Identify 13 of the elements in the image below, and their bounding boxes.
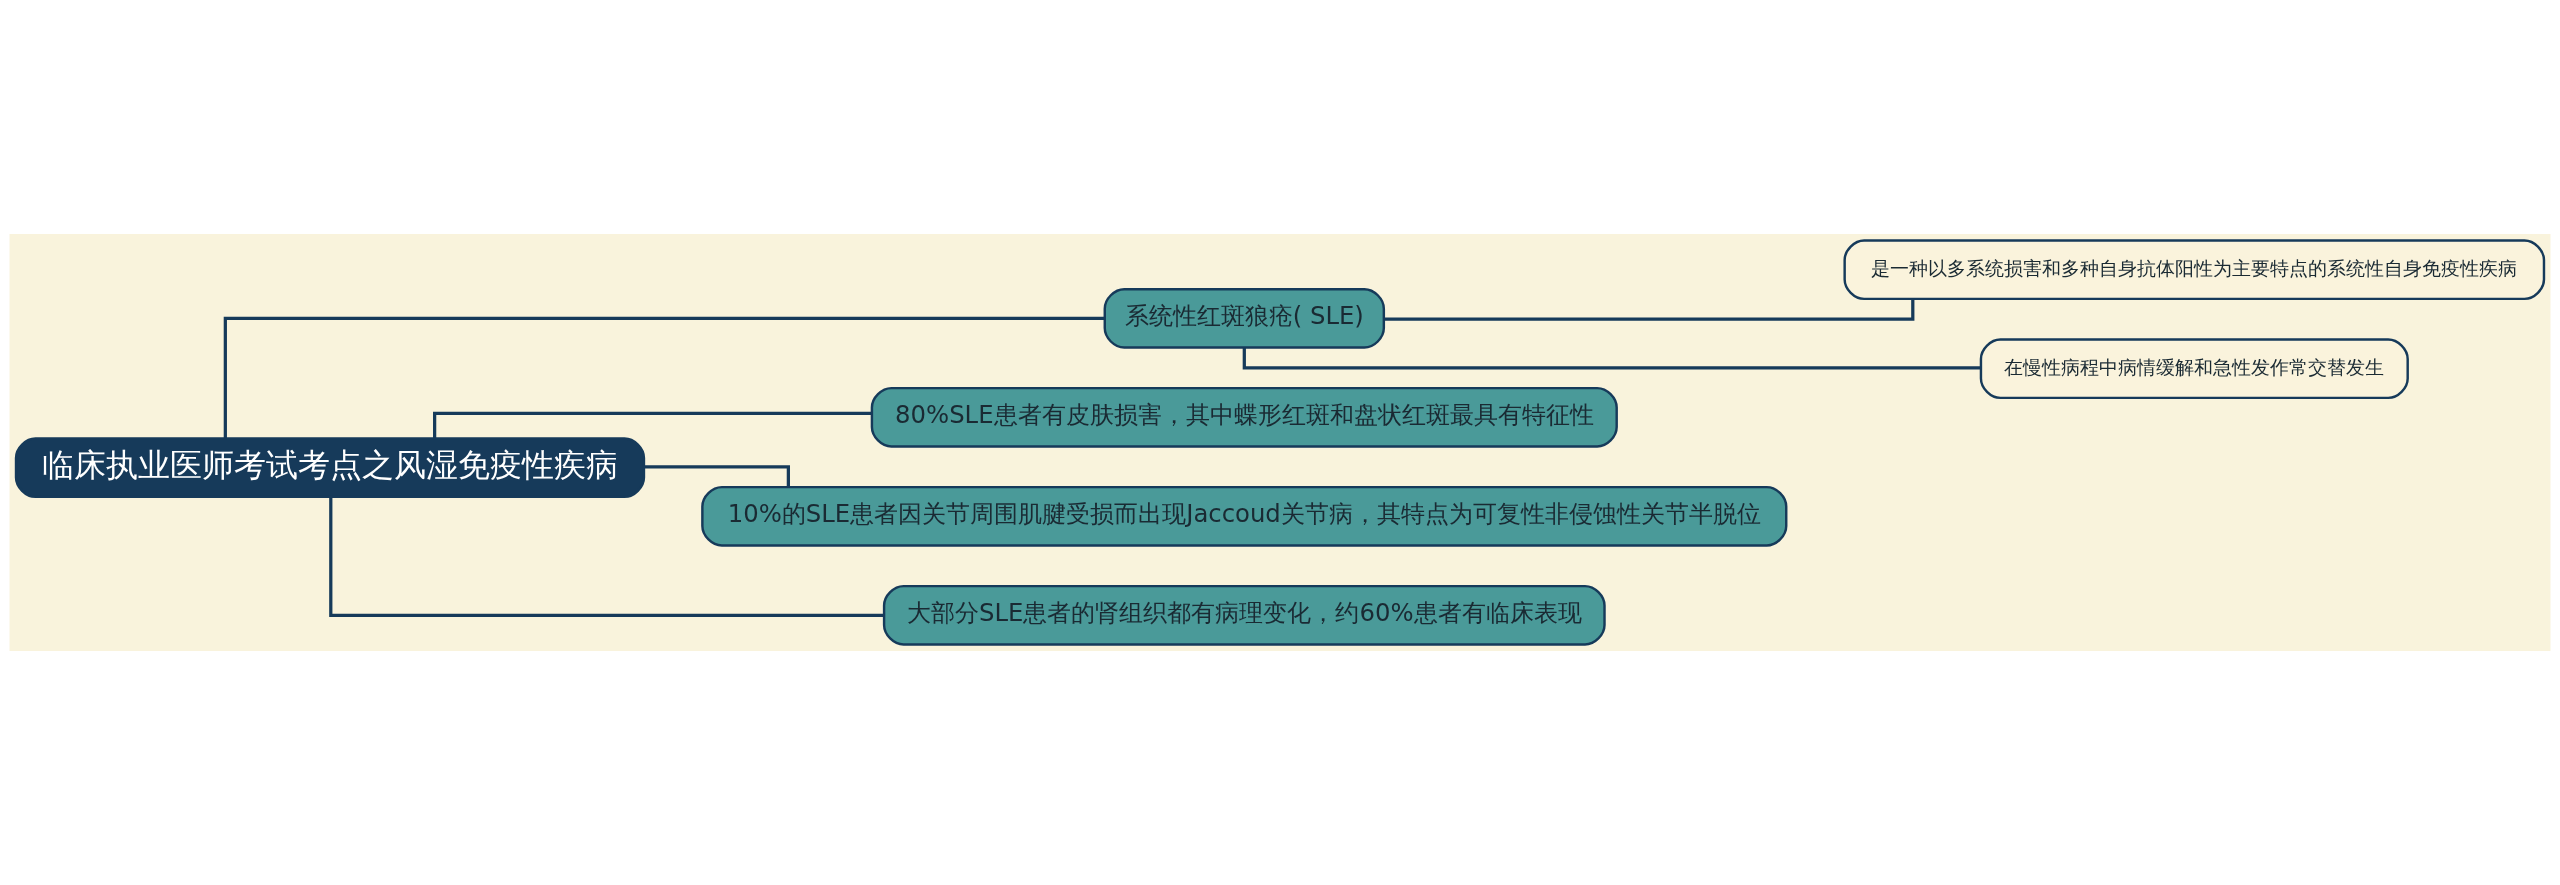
node-box: 临床执业医师考试考点之风湿免疫性疾病 [14, 437, 646, 499]
node-box: 在慢性病程中病情缓解和急性发作常交替发生 [1979, 338, 2409, 400]
node-box: 是一种以多系统损害和多种自身抗体阳性为主要特点的系统性自身免疫性疾病 [1843, 239, 2546, 301]
node-box: 大部分SLE患者的肾组织都有病理变化，约60%患者有临床表现 [882, 584, 1606, 646]
connector [1242, 347, 1981, 370]
connector [329, 497, 884, 617]
node-box: 10%的SLE患者因关节周围肌腱受损而出现Jaccoud关节病，其特点为可复性非侵蚀性关节半脱位 [701, 485, 1788, 547]
connector [643, 465, 790, 487]
connector [223, 316, 1105, 439]
connector [433, 411, 872, 438]
node-box: 系统性红斑狼疮( SLE) [1103, 287, 1386, 349]
connector [1384, 299, 1915, 321]
node-box: 80%SLE患者有皮肤损害，其中蝶形红斑和盘状红斑最具有特征性 [870, 386, 1618, 448]
